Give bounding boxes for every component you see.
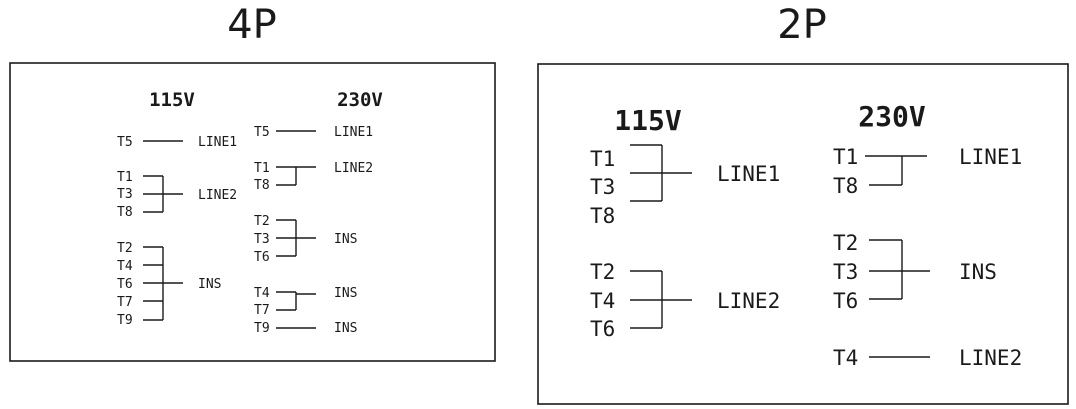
terminal-label: T6 <box>590 317 615 341</box>
panel-4p-frame <box>9 62 496 362</box>
p4-230v-group-line1: T5 LINE1 <box>254 125 373 140</box>
terminal-label: T1 <box>254 161 270 176</box>
p2-115v-group-line2: T2 T4 T6 LINE2 <box>590 260 780 341</box>
terminal-label: T2 <box>254 214 270 229</box>
terminal-label: T8 <box>833 174 858 198</box>
panel-4p-title: 4P <box>227 2 277 48</box>
terminal-label: T3 <box>833 260 858 284</box>
connection-label: LINE2 <box>198 188 237 203</box>
terminal-label: T2 <box>590 260 615 284</box>
terminal-label: T9 <box>117 313 133 328</box>
connection-label: LINE2 <box>717 289 780 313</box>
p2-230v-group-line2: T4 LINE2 <box>833 346 1022 370</box>
terminal-label: T1 <box>590 147 615 171</box>
connection-label: INS <box>959 260 997 284</box>
connection-label: INS <box>334 286 357 301</box>
terminal-label: T3 <box>590 175 615 199</box>
connection-label: LINE2 <box>334 161 373 176</box>
terminal-label: T8 <box>117 205 133 220</box>
connection-label: LINE2 <box>959 346 1022 370</box>
p2-115v-group-line1: T1 T3 T8 LINE1 <box>590 144 780 228</box>
connection-label: LINE1 <box>717 162 780 186</box>
terminal-label: T2 <box>833 231 858 255</box>
p4-115v-group-line2: T1 T3 T8 LINE2 <box>117 170 237 220</box>
terminal-label: T4 <box>590 289 615 313</box>
connection-label: INS <box>198 277 221 292</box>
p2-115v-header: 115V <box>614 104 682 137</box>
p4-230v-group-ins-3: T9 INS <box>254 321 357 336</box>
p4-115v-group-ins: T2 T4 T6 T7 T9 INS <box>117 241 221 328</box>
connection-label: LINE1 <box>334 125 373 140</box>
connection-label: INS <box>334 321 357 336</box>
p4-115v-group-line1: T5 LINE1 <box>117 135 237 150</box>
p4-230v-group-ins-2: T4 T7 INS <box>254 286 357 318</box>
terminal-label: T7 <box>117 295 133 310</box>
panel-2p-frame <box>537 63 1069 405</box>
terminal-label: T2 <box>117 241 133 256</box>
connection-label: LINE1 <box>198 135 237 150</box>
terminal-label: T6 <box>254 250 270 265</box>
terminal-label: T5 <box>254 125 270 140</box>
connection-label: LINE1 <box>959 145 1022 169</box>
terminal-label: T5 <box>117 135 133 150</box>
connection-label: INS <box>334 232 357 247</box>
terminal-label: T1 <box>833 145 858 169</box>
terminal-label: T4 <box>117 259 133 274</box>
p4-230v-group-line2: T1 T8 LINE2 <box>254 161 373 193</box>
terminal-label: T1 <box>117 170 133 185</box>
terminal-label: T9 <box>254 321 270 336</box>
p4-230v-group-ins-1: T2 T3 T6 INS <box>254 214 357 265</box>
terminal-label: T6 <box>117 277 133 292</box>
panel-2p-title: 2P <box>777 2 827 48</box>
terminal-label: T8 <box>590 204 615 228</box>
terminal-label: T8 <box>254 178 270 193</box>
terminal-label: T7 <box>254 303 270 318</box>
p4-115v-header: 115V <box>149 89 195 111</box>
terminal-label: T3 <box>117 187 133 202</box>
p2-230v-header: 230V <box>858 100 926 133</box>
p2-230v-group-line1: T1 T8 LINE1 <box>833 145 1022 198</box>
p4-230v-header: 230V <box>337 89 383 111</box>
terminal-label: T4 <box>254 286 270 301</box>
terminal-label: T3 <box>254 232 270 247</box>
terminal-label: T4 <box>833 346 858 370</box>
p2-230v-group-ins: T2 T3 T6 INS <box>833 231 997 313</box>
terminal-label: T6 <box>833 289 858 313</box>
